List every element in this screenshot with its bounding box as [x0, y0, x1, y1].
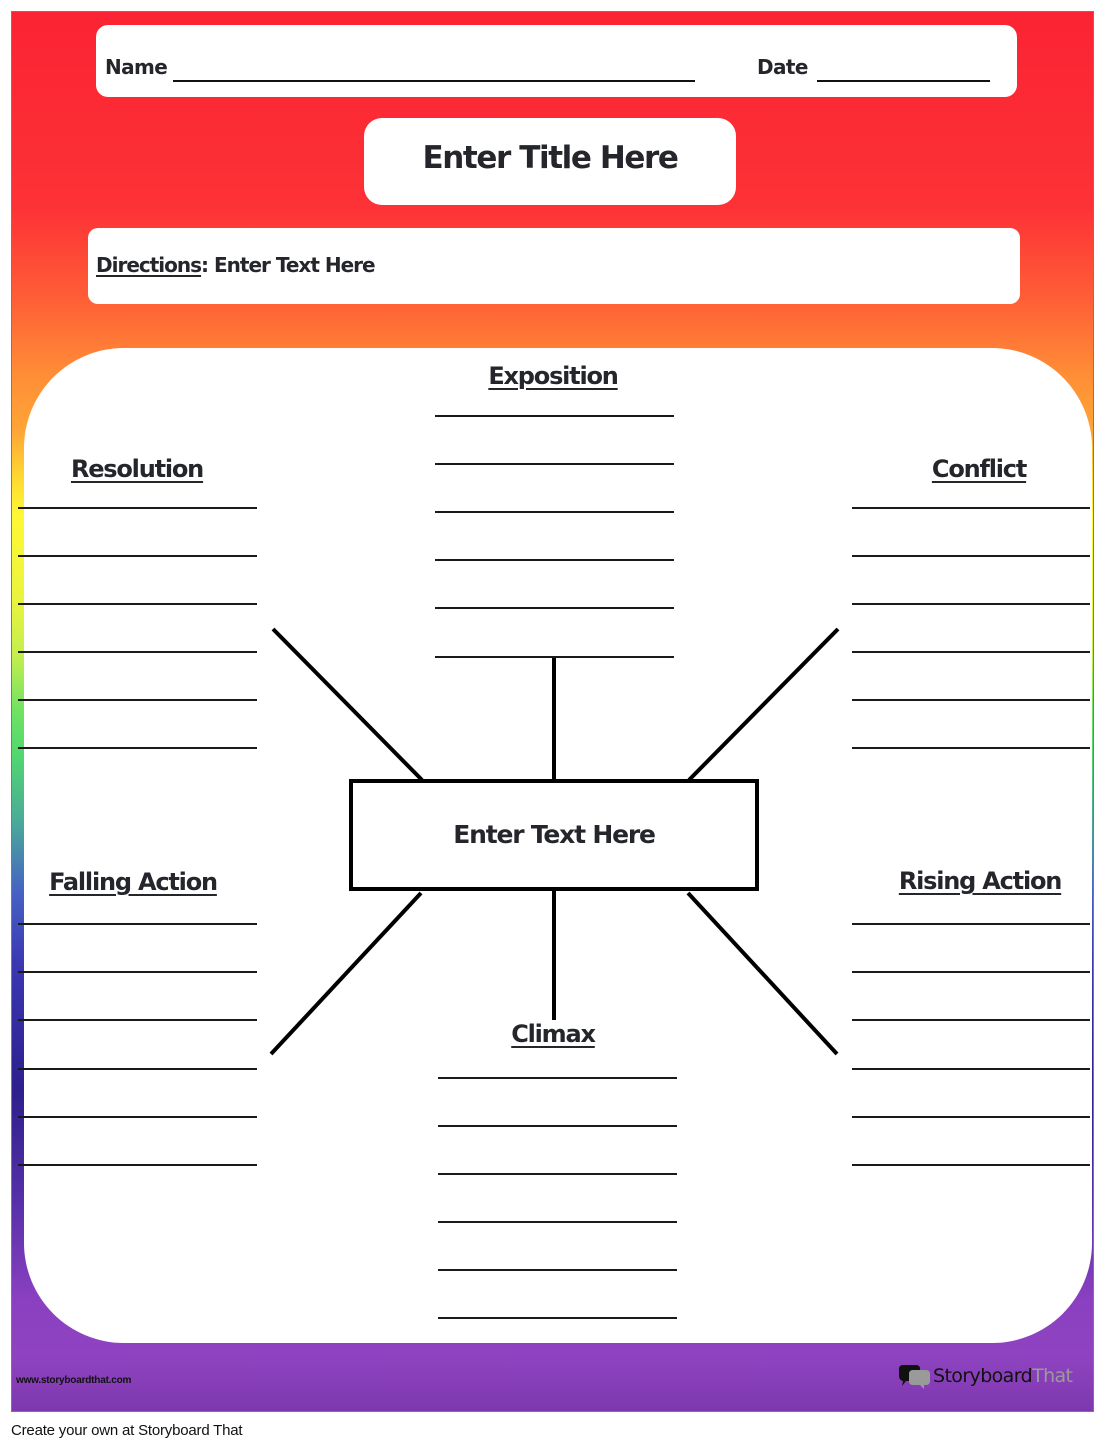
conflict-line-1[interactable] — [852, 507, 1090, 509]
conflict-line-4[interactable] — [852, 651, 1090, 653]
worksheet-title[interactable]: Enter Title Here — [422, 140, 678, 176]
resolution-line-2[interactable] — [18, 555, 257, 557]
central-text-box[interactable]: Enter Text Here — [349, 779, 759, 891]
resolution-line-4[interactable] — [18, 651, 257, 653]
resolution-line-6[interactable] — [18, 747, 257, 749]
falling-action-line-6[interactable] — [18, 1164, 257, 1166]
climax-line-4[interactable] — [438, 1221, 677, 1223]
directions-text[interactable]: Directions: Enter Text Here — [96, 253, 376, 277]
resolution-line-3[interactable] — [18, 603, 257, 605]
directions-card[interactable]: Directions: Enter Text Here — [88, 228, 1020, 304]
name-date-card: Name Date — [96, 25, 1017, 97]
rising-action-line-3[interactable] — [852, 1019, 1090, 1021]
falling-action-line-2[interactable] — [18, 971, 257, 973]
conflict-heading: Conflict — [931, 455, 1027, 483]
exposition-line-4[interactable] — [435, 559, 674, 561]
date-field-line[interactable] — [817, 80, 990, 82]
falling-action-line-5[interactable] — [18, 1116, 257, 1118]
falling-action-line-4[interactable] — [18, 1068, 257, 1070]
climax-line-5[interactable] — [438, 1269, 677, 1271]
directions-label: Directions — [96, 253, 202, 277]
climax-heading: Climax — [511, 1020, 596, 1048]
climax-line-6[interactable] — [438, 1317, 677, 1319]
directions-separator: : — [201, 253, 209, 277]
exposition-line-2[interactable] — [435, 463, 674, 465]
rising-action-line-2[interactable] — [852, 971, 1090, 973]
speech-bubbles-icon — [897, 1363, 931, 1389]
name-label: Name — [105, 55, 168, 79]
conflict-line-2[interactable] — [852, 555, 1090, 557]
rising-action-line-4[interactable] — [852, 1068, 1090, 1070]
conflict-line-5[interactable] — [852, 699, 1090, 701]
rising-action-line-5[interactable] — [852, 1116, 1090, 1118]
brand-text-that: That — [1032, 1365, 1073, 1387]
brand-text: StoryboardThat — [933, 1365, 1073, 1387]
conflict-line-6[interactable] — [852, 747, 1090, 749]
worksheet-poster: Name Date Enter Title Here Directions: E… — [11, 11, 1094, 1412]
resolution-line-5[interactable] — [18, 699, 257, 701]
directions-body[interactable]: Enter Text Here — [208, 253, 376, 277]
brand-text-storyboard: Storyboard — [933, 1365, 1033, 1387]
rising-action-heading: Rising Action — [898, 867, 1063, 895]
rising-action-line-1[interactable] — [852, 923, 1090, 925]
climax-line-3[interactable] — [438, 1173, 677, 1175]
conflict-line-3[interactable] — [852, 603, 1090, 605]
climax-line-1[interactable] — [438, 1077, 677, 1079]
rising-action-line-6[interactable] — [852, 1164, 1090, 1166]
exposition-line-6[interactable] — [435, 656, 674, 658]
date-label: Date — [757, 55, 808, 79]
name-field-line[interactable] — [173, 80, 695, 82]
falling-action-line-1[interactable] — [18, 923, 257, 925]
central-text[interactable]: Enter Text Here — [453, 820, 656, 849]
storyboardthat-logo[interactable]: StoryboardThat — [897, 1362, 1073, 1390]
create-your-own-link[interactable]: Create your own at Storyboard That — [11, 1422, 243, 1439]
resolution-heading: Resolution — [70, 455, 204, 483]
exposition-line-5[interactable] — [435, 607, 674, 609]
resolution-line-1[interactable] — [18, 507, 257, 509]
footer-url[interactable]: www.storyboardthat.com — [16, 1375, 132, 1386]
title-card[interactable]: Enter Title Here — [364, 118, 736, 205]
exposition-line-1[interactable] — [435, 415, 674, 417]
falling-action-heading: Falling Action — [49, 868, 218, 896]
climax-line-2[interactable] — [438, 1125, 677, 1127]
exposition-heading: Exposition — [488, 362, 619, 390]
exposition-line-3[interactable] — [435, 511, 674, 513]
falling-action-line-3[interactable] — [18, 1019, 257, 1021]
